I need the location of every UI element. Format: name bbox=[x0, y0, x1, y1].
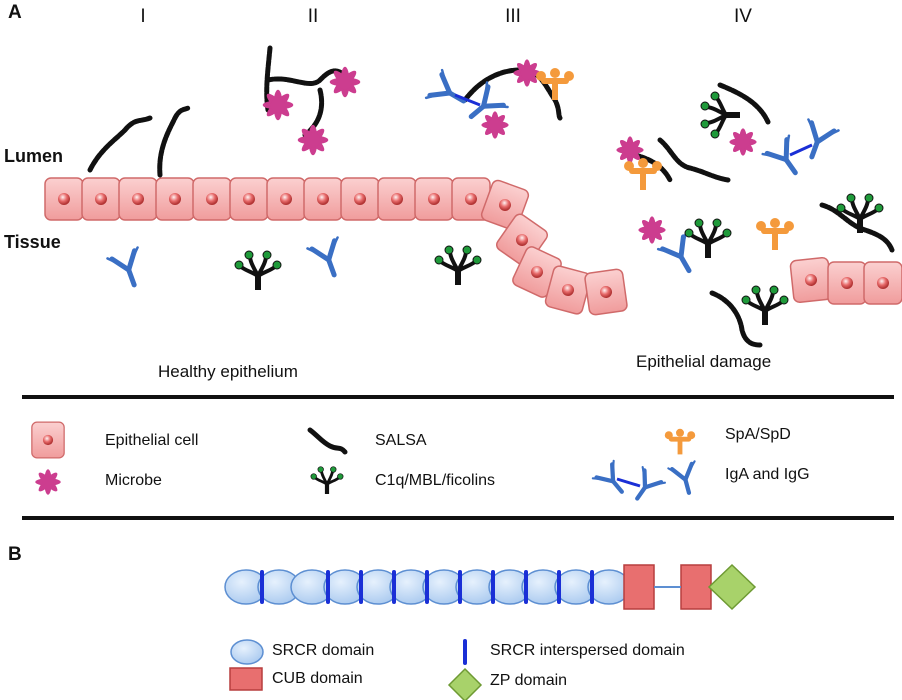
cub-icon bbox=[229, 667, 263, 691]
epithelial-cell-icon bbox=[31, 421, 65, 459]
panel-b-legend-icons bbox=[229, 639, 483, 700]
antibody-icon bbox=[593, 461, 702, 506]
legend-c1q: C1q/MBL/ficolins bbox=[375, 472, 496, 489]
epithelium-bend bbox=[479, 178, 629, 317]
legend-epithelial-cell: Epithelial cell bbox=[105, 432, 199, 449]
healthy-caption: Healthy epithelium bbox=[158, 362, 298, 381]
lumen-label: Lumen bbox=[4, 146, 64, 166]
microbe-icon bbox=[35, 469, 61, 495]
spa-icon bbox=[664, 428, 696, 455]
srcr-icon bbox=[230, 639, 264, 665]
tissue-label: Tissue bbox=[4, 232, 61, 252]
antibodies bbox=[107, 70, 838, 290]
stage-ii-label: II bbox=[307, 6, 319, 27]
damage-caption: Epithelial damage bbox=[636, 352, 772, 371]
legend-zp-domain: ZP domain bbox=[490, 672, 568, 689]
stage-i-label: I bbox=[140, 6, 146, 27]
salsa-chain-icon bbox=[307, 427, 348, 455]
panel-a-letter: A bbox=[8, 2, 22, 23]
stage-iv-label: IV bbox=[734, 6, 752, 27]
epithelium-fragment bbox=[789, 256, 902, 305]
legend-icons bbox=[31, 421, 702, 506]
protein-schematic bbox=[224, 563, 757, 611]
legend-spa-spd: SpA/SpD bbox=[725, 426, 791, 443]
c1q-icon bbox=[309, 465, 345, 496]
legend-cub-domain: CUB domain bbox=[272, 670, 363, 687]
legend-salsa: SALSA bbox=[375, 432, 427, 449]
legend-iga-igg: IgA and IgG bbox=[725, 466, 810, 483]
legend-top-rule bbox=[22, 395, 894, 399]
stage-iii-label: III bbox=[505, 6, 521, 27]
legend-bottom-rule bbox=[22, 516, 894, 520]
panel-b-letter: B bbox=[8, 544, 22, 565]
legend-microbe: Microbe bbox=[105, 472, 162, 489]
epithelium-row bbox=[44, 177, 491, 221]
spa-spd-molecules bbox=[536, 68, 794, 250]
legend-srcr-domain: SRCR domain bbox=[272, 642, 375, 659]
zp-icon bbox=[447, 667, 483, 700]
legend-srcr-interspersed-domain: SRCR interspersed domain bbox=[490, 642, 685, 659]
